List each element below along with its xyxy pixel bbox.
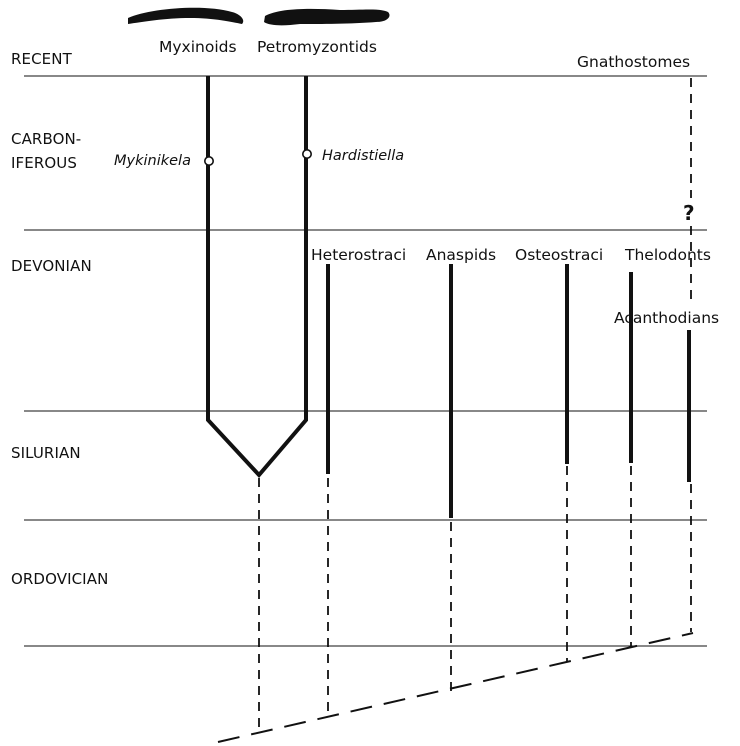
group-label-anaspids: Anaspids (426, 246, 496, 264)
group-label-osteostraci: Osteostraci (515, 246, 603, 264)
group-label-heterostraci: Heterostraci (311, 246, 406, 264)
uncertain-question-mark: ? (683, 201, 695, 225)
petromyzontid-silhouette (264, 9, 390, 25)
era-label-devonian: DEVONIAN (11, 257, 92, 275)
fossil-label-mykinikela: Mykinikela (114, 153, 191, 169)
era-label-silurian: SILURIAN (11, 444, 81, 462)
era-label-carboniferous-2: IFEROUS (11, 154, 77, 172)
myxinoid-silhouette (128, 8, 243, 24)
diagonal-base-line (218, 633, 693, 742)
fossil-node-mykinikela (205, 157, 213, 165)
group-label-petromyzontids: Petromyzontids (257, 38, 377, 56)
era-label-ordovician: ORDOVICIAN (11, 570, 108, 588)
group-label-gnathostomes: Gnathostomes (577, 53, 690, 71)
fossil-node-hardistiella (303, 150, 311, 158)
group-label-thelodonts: Thelodonts (624, 246, 711, 264)
cyclostome-lineage (208, 76, 306, 475)
era-label-carboniferous: CARBON- (11, 130, 81, 148)
fossil-label-hardistiella: Hardistiella (322, 148, 404, 164)
group-label-myxinoids: Myxinoids (159, 38, 237, 56)
era-label-recent: RECENT (11, 50, 73, 68)
